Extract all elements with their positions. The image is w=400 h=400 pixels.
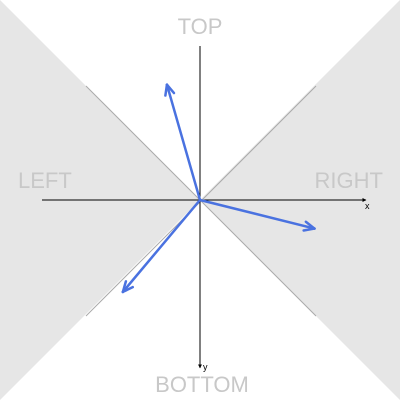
vector-right-down-arrowhead-1 [304, 220, 316, 230]
left-region-label: LEFT [18, 168, 72, 193]
vector-right-down-arrowhead-2 [302, 227, 316, 232]
vector-layer [121, 83, 316, 294]
bottom-region-label: BOTTOM [155, 372, 249, 397]
right-region-label: RIGHT [314, 168, 383, 193]
vector-right-down [198, 198, 316, 232]
vector-down-left [121, 198, 202, 294]
vector-down-left-arrowhead-2 [121, 280, 128, 294]
vector-up-left [164, 83, 202, 202]
vector-up-left-arrowhead-2 [165, 83, 176, 95]
vector-right-down-shaft [198, 198, 316, 230]
vector-down-left-shaft [121, 198, 202, 294]
y-axis-label: y [203, 362, 208, 372]
vector-down-left-arrowhead-1 [121, 285, 135, 294]
vector-up-left-arrowhead-1 [164, 83, 169, 97]
vector-up-left-shaft [165, 83, 202, 202]
top-region-label: TOP [177, 14, 223, 39]
x-axis-label: x [365, 201, 370, 211]
